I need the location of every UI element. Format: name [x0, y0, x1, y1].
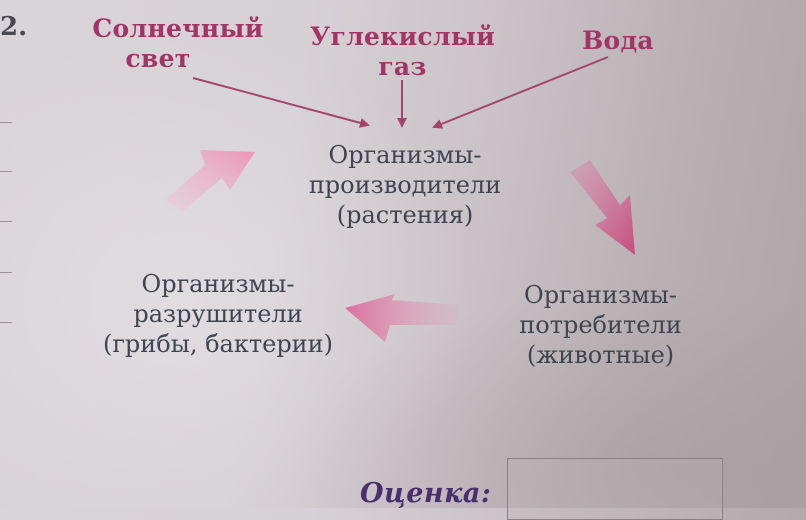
margin-rule: [0, 272, 12, 273]
node-consumers-line2: потребители: [519, 311, 682, 339]
node-producers-line1: Организмы-: [328, 141, 482, 169]
node-consumers-line1: Организмы-: [524, 281, 677, 309]
arrow-producers-to-consumers: [570, 160, 635, 255]
margin-rule: [0, 322, 12, 323]
node-producers: Организмы- производители (растения): [280, 140, 530, 230]
node-producers-line3: (растения): [336, 201, 474, 229]
margin-rule: [0, 171, 12, 172]
input-sunlight-line2: свет: [125, 44, 191, 73]
arrow-sunlight-to-producers: [192, 77, 370, 128]
arrow-water-to-producers: [432, 56, 609, 129]
item-number: 2.: [0, 12, 28, 42]
node-decomposers-line2: разрушители: [133, 300, 303, 328]
node-decomposers: Организмы- разрушители (грибы, бактерии): [58, 269, 378, 359]
arrow-decomposers-to-producers: [165, 150, 255, 212]
input-sunlight-line1: Солнечный: [92, 14, 264, 43]
input-water-line1: Вода: [582, 26, 654, 55]
node-consumers-line3: (животные): [526, 341, 675, 369]
node-consumers: Организмы- потребители (животные): [478, 280, 723, 370]
node-decomposers-line1: Организмы-: [141, 270, 295, 298]
margin-rule: [0, 221, 12, 222]
node-decomposers-line3: (грибы, бактерии): [102, 330, 334, 358]
node-producers-line2: производители: [308, 171, 502, 199]
input-co2-line2: газ: [378, 52, 427, 81]
input-co2: Углекислый газ: [300, 22, 505, 82]
arrow-consumers-to-decomposers: [345, 294, 460, 342]
grade-label: Оценка:: [360, 478, 492, 509]
grade-box[interactable]: [507, 458, 723, 520]
margin-rule: [0, 122, 12, 123]
diagram-arrows: [165, 56, 635, 342]
input-water: Вода: [568, 26, 668, 56]
input-co2-line1: Углекислый: [309, 22, 496, 51]
input-sunlight: Солнечный свет: [78, 14, 278, 74]
